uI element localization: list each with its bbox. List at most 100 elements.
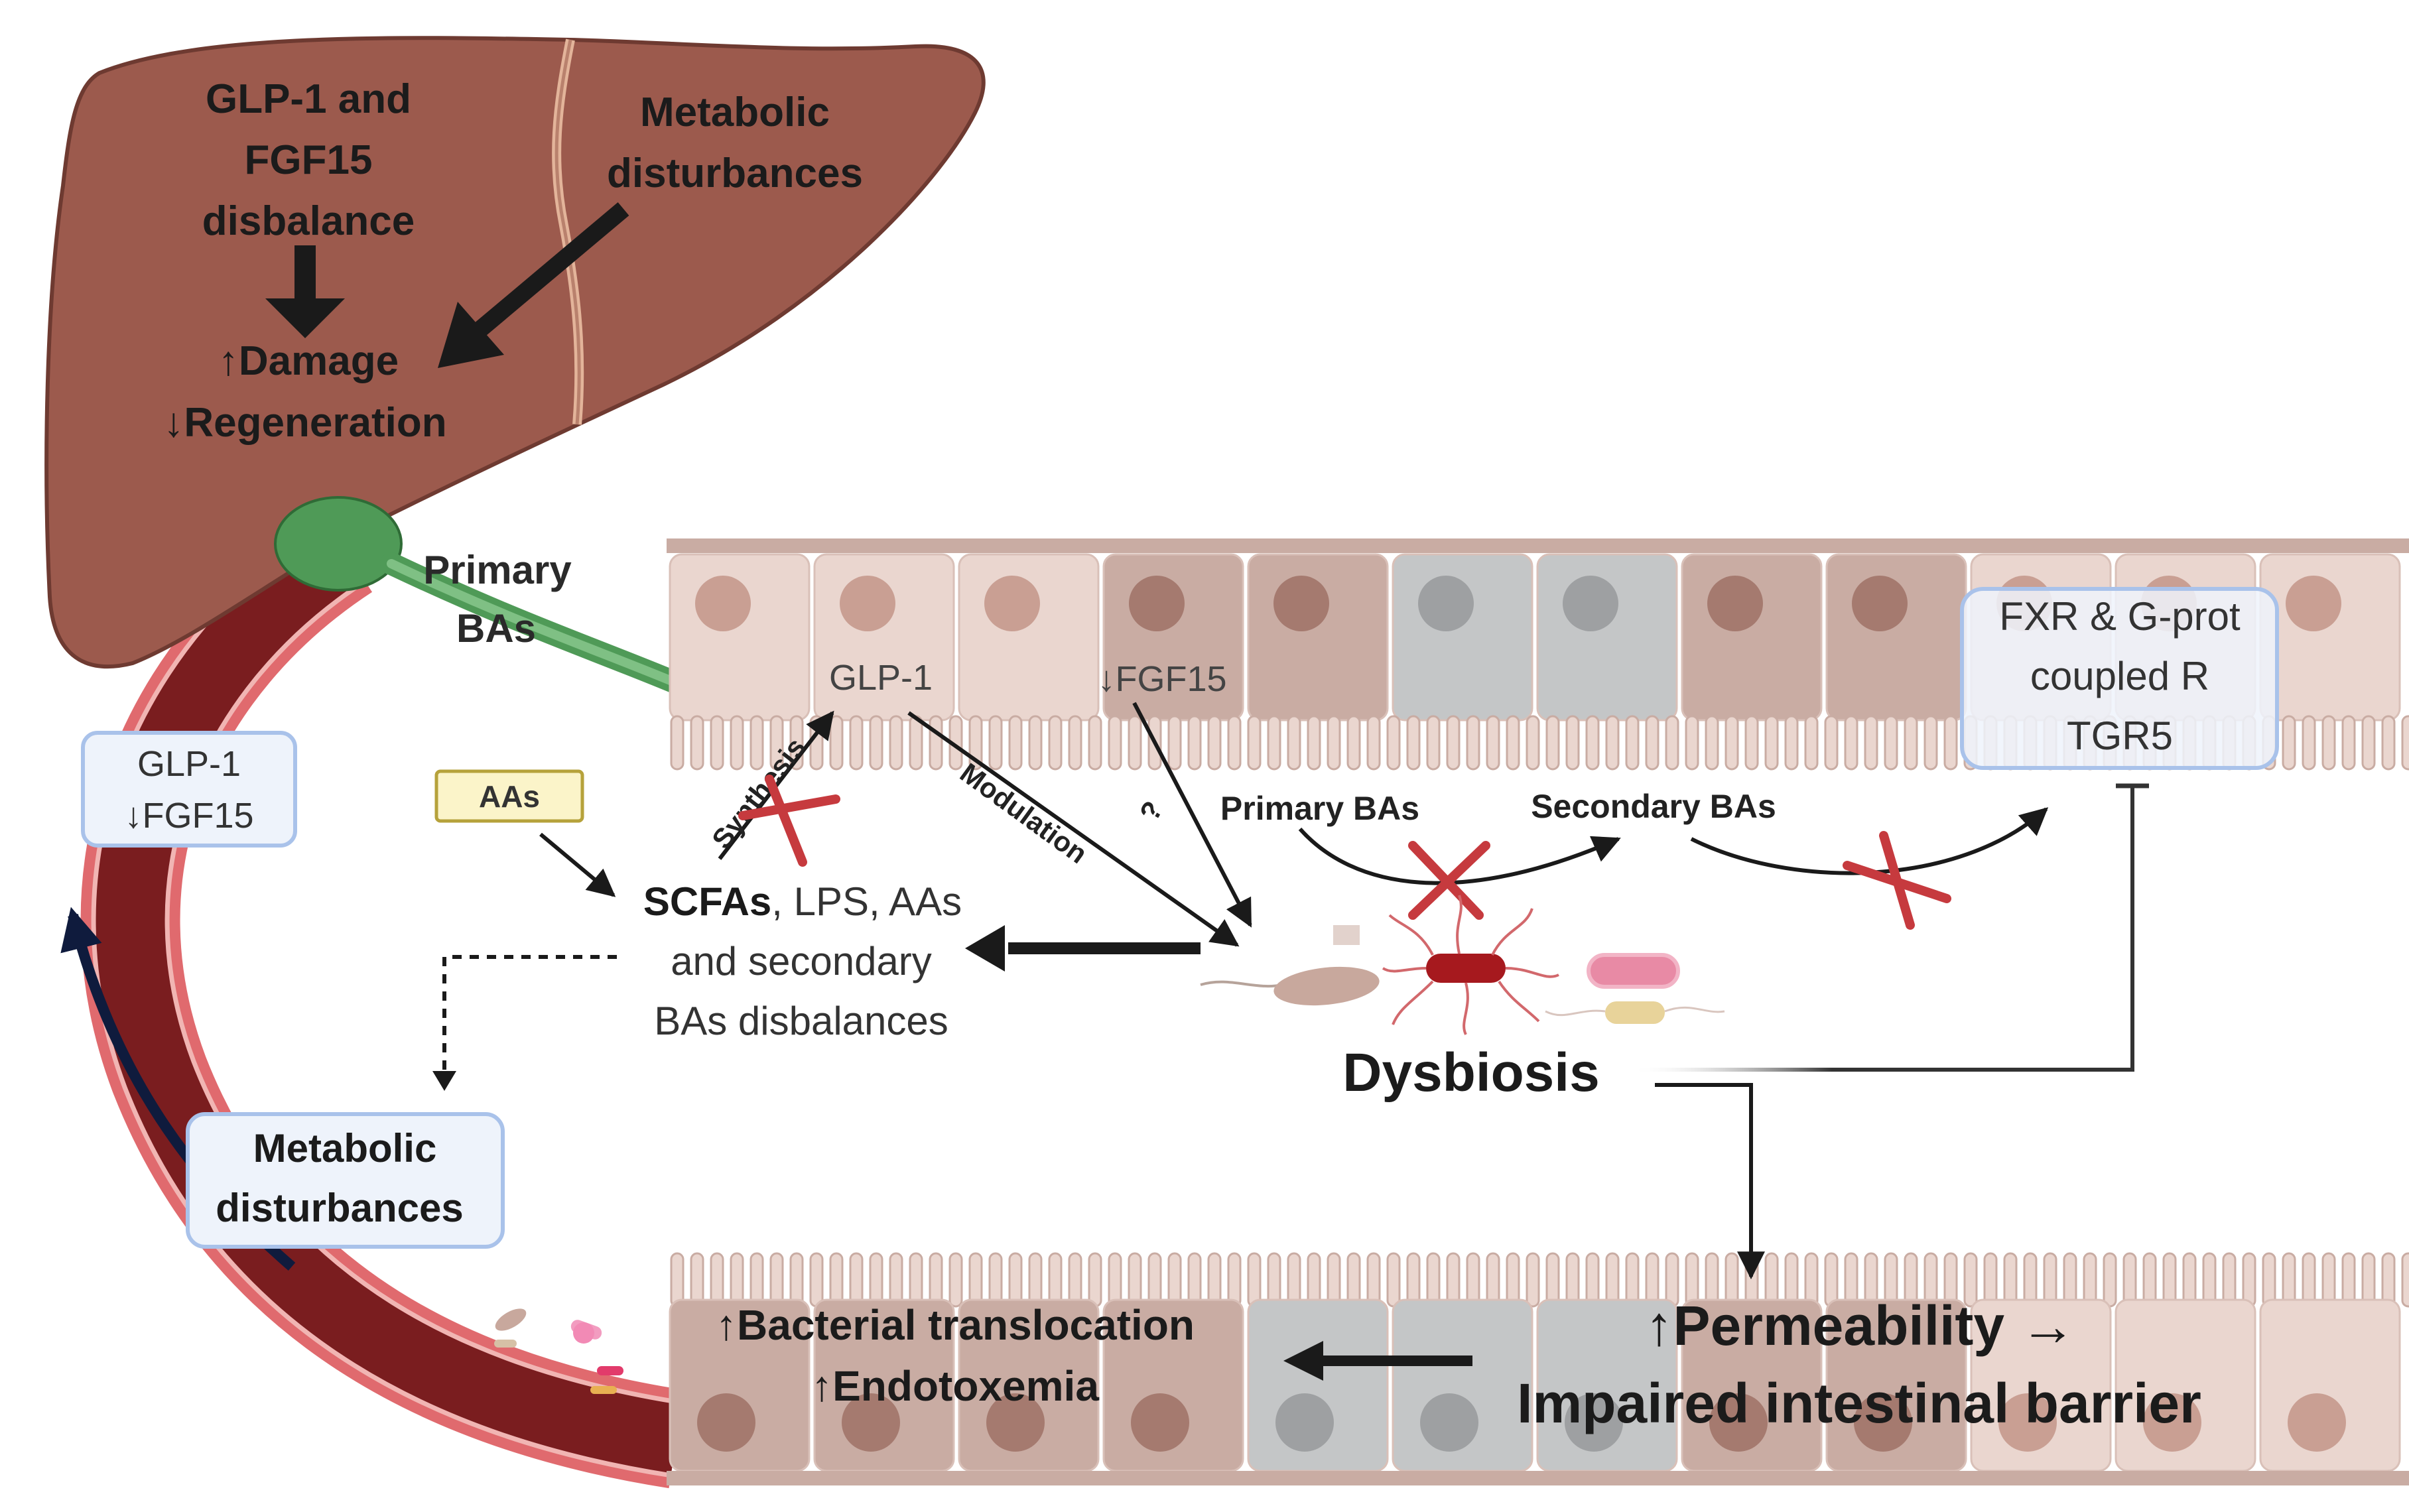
microvillus	[1685, 715, 1699, 771]
microvillus	[1506, 715, 1520, 771]
microvillus	[1227, 1252, 1242, 1308]
dysbiosis-inhibit-line	[1632, 786, 2134, 1072]
microvillus	[909, 715, 923, 771]
cell-nucleus	[986, 1393, 1045, 1452]
fgf15-question-arrow	[1132, 702, 1252, 928]
microvillus	[749, 715, 764, 771]
microvillus	[948, 1252, 963, 1308]
microvillus	[2083, 1252, 2097, 1308]
blood-box-line1: GLP-1	[137, 744, 241, 784]
cell-nucleus	[1852, 576, 1908, 631]
endotoxemia: ↑Endotoxemia	[811, 1362, 1099, 1410]
microvillus	[1904, 715, 1918, 771]
microvillus	[1705, 715, 1719, 771]
aas-to-scfas-arrow	[539, 832, 616, 897]
microvillus	[1088, 715, 1102, 771]
microvillus	[1446, 715, 1461, 771]
liver-glp1-line1: GLP-1 and	[206, 76, 411, 122]
blood-glp1-box	[81, 731, 297, 848]
microvillus	[1327, 1252, 1341, 1308]
cell-nucleus	[1709, 1393, 1768, 1452]
metabolites-line1-rest: , LPS, AAs	[771, 879, 962, 924]
microvillus	[1128, 1252, 1142, 1308]
aas-box	[434, 769, 584, 823]
microvillus	[2182, 1252, 2197, 1308]
cell-nucleus	[2286, 576, 2341, 631]
microvillus	[2302, 1252, 2316, 1308]
microvillus	[809, 715, 824, 771]
microvillus	[1585, 1252, 1600, 1308]
liver-glp1-line2: FGF15	[245, 137, 373, 183]
microvillus	[1526, 715, 1540, 771]
microvillus	[929, 715, 943, 771]
microvillus	[869, 715, 883, 771]
microvillus	[1625, 1252, 1640, 1308]
microvillus	[2321, 1252, 2336, 1308]
microvillus	[1128, 715, 1142, 771]
blood-vessel	[80, 509, 684, 1489]
liver-diagonal-arrow	[472, 202, 629, 338]
metabolites-line2: and secondary	[671, 939, 932, 983]
microvillus	[1844, 715, 1858, 771]
microvillus	[1187, 715, 1202, 771]
microvillus	[2282, 1252, 2296, 1308]
modulation-label: Modulation	[954, 757, 1093, 869]
primary-bas-label: Primary BAs	[1220, 790, 1419, 827]
microvillus	[1725, 715, 1739, 771]
microvillus	[1466, 715, 1480, 771]
cell-nucleus	[1273, 576, 1329, 631]
primary-to-secondary-arrow	[1298, 828, 1621, 885]
secondary-bas-label: Secondary BAs	[1531, 788, 1776, 825]
microvillus	[1167, 1252, 1182, 1308]
microvillus	[1068, 715, 1082, 771]
microvillus	[1864, 715, 1878, 771]
microvillus	[869, 1252, 883, 1308]
question-label: ?	[1134, 796, 1169, 826]
microvillus	[769, 1252, 784, 1308]
epithelial-cell-top	[669, 553, 811, 722]
microvillus	[1884, 715, 1898, 771]
microvillus	[1545, 1252, 1560, 1308]
microvillus	[2142, 1252, 2157, 1308]
microvillus	[889, 1252, 903, 1308]
dysbiosis-bacteria	[1200, 895, 1725, 1035]
microvillus	[2202, 1252, 2217, 1308]
microvillus	[2361, 1252, 2376, 1308]
cell-nucleus	[1854, 1393, 1912, 1452]
microvillus	[1665, 715, 1679, 771]
microvillus	[1048, 1252, 1063, 1308]
microvillus	[1287, 715, 1301, 771]
microvillus	[1366, 715, 1381, 771]
microvillus	[1466, 1252, 1480, 1308]
microvillus	[1147, 1252, 1162, 1308]
liver-glp1-line3: disbalance	[202, 198, 415, 244]
cell-nucleus	[1418, 576, 1474, 631]
microvillus	[2242, 1252, 2256, 1308]
microvillus	[1406, 1252, 1421, 1308]
microvillus	[909, 1252, 923, 1308]
cell-nucleus	[1563, 576, 1618, 631]
metabolic-box-line2: disturbances	[216, 1186, 463, 1230]
microvillus	[1267, 1252, 1281, 1308]
receptor-box	[1960, 587, 2279, 770]
microvillus	[1605, 1252, 1620, 1308]
receptor-cross	[1843, 831, 1951, 930]
microvillus	[1167, 715, 1182, 771]
bile-primary-line1: Primary	[423, 548, 572, 592]
cell-nucleus	[1131, 1393, 1189, 1452]
microvillus	[1426, 715, 1441, 771]
microvillus	[2122, 1252, 2137, 1308]
microvillus	[829, 1252, 844, 1308]
microvillus	[968, 1252, 983, 1308]
microvillus	[1267, 715, 1281, 771]
microvillus	[670, 715, 684, 771]
impaired-barrier: Impaired intestinal barrier	[1517, 1372, 2201, 1434]
microvillus	[1327, 715, 1341, 771]
microvillus	[2302, 715, 2316, 771]
liver-metabolic-line2: disturbances	[607, 151, 863, 196]
bile-primary-line2: BAs	[456, 606, 536, 651]
microvillus	[1545, 715, 1560, 771]
microvillus	[2401, 715, 2409, 771]
microvillus	[1446, 1252, 1461, 1308]
bas-conversion-cross	[1408, 841, 1490, 920]
